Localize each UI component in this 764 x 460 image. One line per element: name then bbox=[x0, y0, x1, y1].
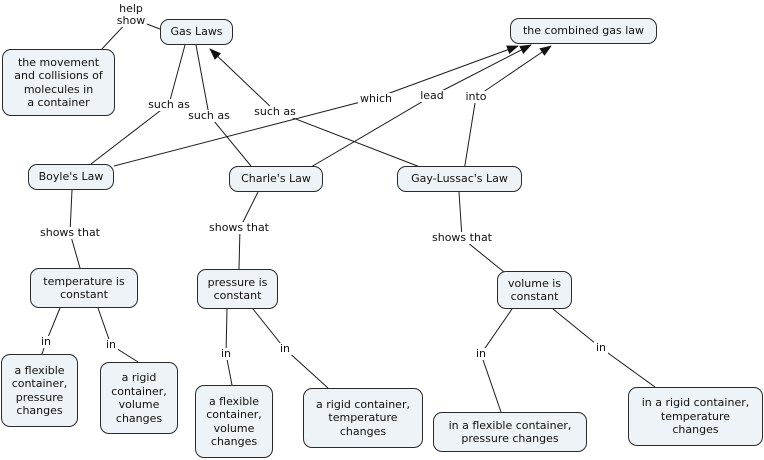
edge-volume-inflexpress bbox=[480, 308, 513, 413]
edge-label-in-1[interactable]: in bbox=[38, 335, 54, 348]
node-flexible-pressure-changes[interactable]: a flexible container, pressure changes bbox=[1, 354, 78, 427]
edge-label-such-as-1[interactable]: such as bbox=[146, 98, 192, 111]
edge-label-shows-that-2[interactable]: shows that bbox=[207, 221, 271, 234]
edge-label-in-6[interactable]: in bbox=[593, 341, 609, 354]
node-rigid-volume-changes[interactable]: a rigid container, volume changes bbox=[100, 362, 178, 434]
edge-label-such-as-2[interactable]: such as bbox=[186, 109, 232, 122]
node-in-rigid-temperature-changes[interactable]: in a rigid container, temperature change… bbox=[628, 387, 763, 446]
edge-label-shows-that-3[interactable]: shows that bbox=[430, 231, 494, 244]
edge-label-shows-that-1[interactable]: shows that bbox=[38, 226, 102, 239]
node-charles-law[interactable]: Charle's Law bbox=[229, 166, 323, 192]
node-combined-gas-law[interactable]: the combined gas law bbox=[510, 18, 657, 44]
edge-gaylussac-combined bbox=[463, 45, 552, 172]
node-pressure-constant[interactable]: pressure is constant bbox=[197, 269, 278, 309]
node-boyles-law[interactable]: Boyle's Law bbox=[28, 164, 114, 190]
edge-gaylussac-gaslaws bbox=[209, 48, 421, 168]
node-temperature-constant[interactable]: temperature is constant bbox=[30, 268, 138, 308]
edge-label-into[interactable]: into bbox=[463, 90, 489, 103]
edge-label-lead[interactable]: lead bbox=[418, 89, 446, 102]
node-gas-laws[interactable]: Gas Laws bbox=[160, 19, 233, 45]
node-rigid-temperature-changes[interactable]: a rigid container, temperature changes bbox=[303, 388, 423, 448]
node-volume-constant[interactable]: volume is constant bbox=[497, 271, 572, 309]
edge-label-which[interactable]: which bbox=[357, 92, 395, 105]
node-in-flexible-pressure-changes[interactable]: in a flexible container, pressure change… bbox=[433, 412, 587, 452]
edge-label-such-as-3[interactable]: such as bbox=[252, 105, 298, 118]
edge-label-in-5[interactable]: in bbox=[473, 347, 489, 360]
edge-gaslaws-charles bbox=[195, 44, 252, 167]
node-flexible-volume-changes[interactable]: a flexible container, volume changes bbox=[195, 385, 273, 458]
edge-label-in-4[interactable]: in bbox=[277, 342, 293, 355]
edge-temperature-rigidvol bbox=[97, 307, 139, 363]
edge-label-in-2[interactable]: in bbox=[103, 338, 119, 351]
edge-label-in-3[interactable]: in bbox=[218, 347, 234, 360]
node-movement-collisions[interactable]: the movement and collisions of molecules… bbox=[2, 49, 115, 116]
node-gay-lussacs-law[interactable]: Gay-Lussac's Law bbox=[397, 166, 522, 192]
edge-label-help-show[interactable]: help show bbox=[114, 2, 148, 27]
